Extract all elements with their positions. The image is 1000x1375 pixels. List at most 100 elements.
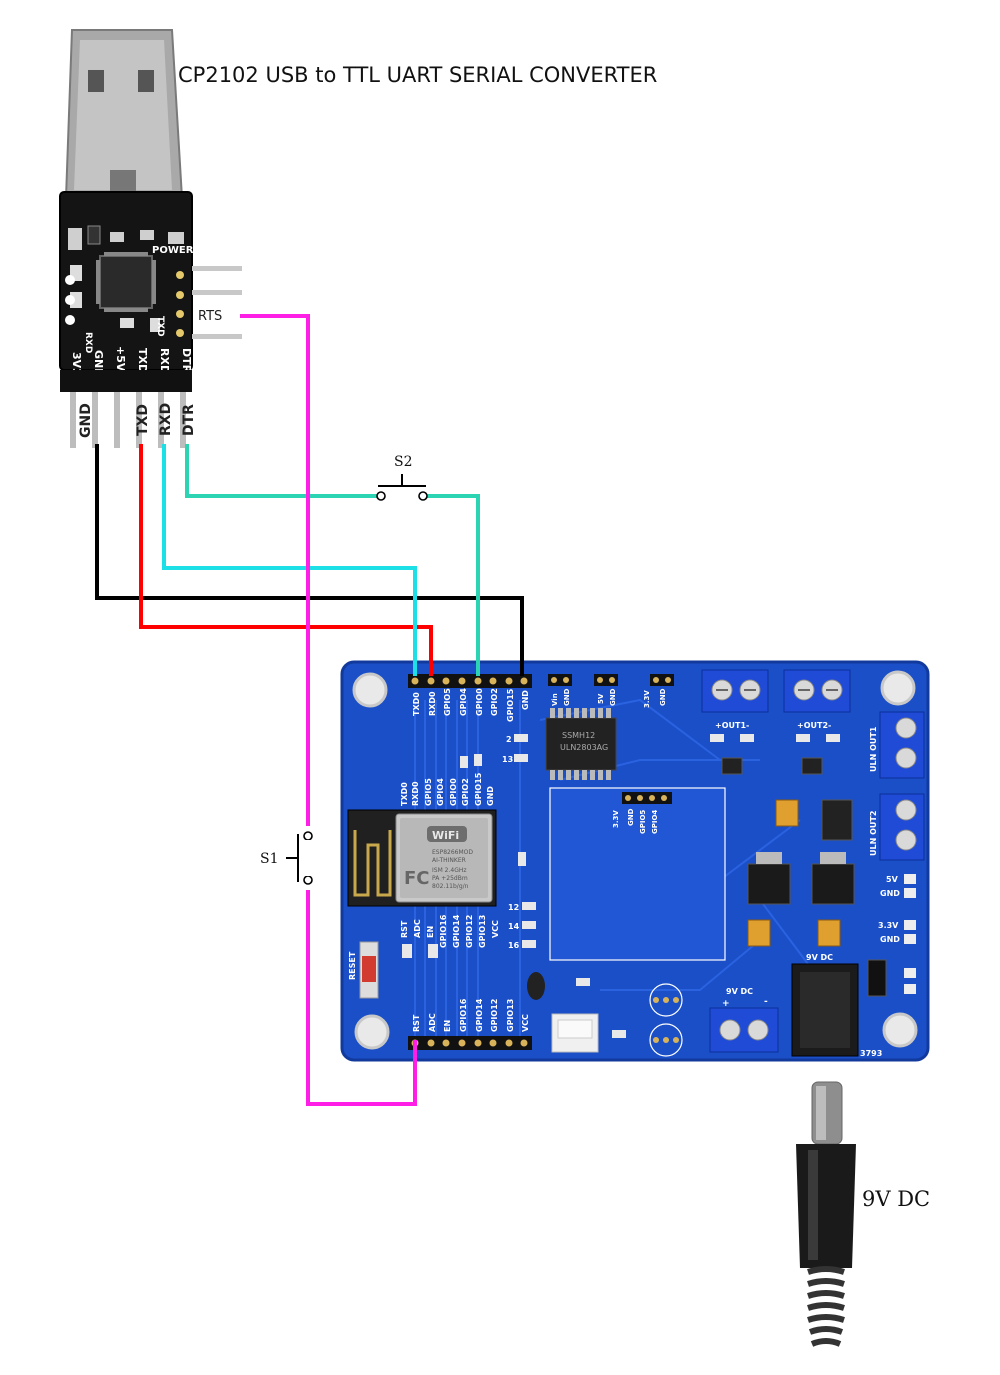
header-pin-rxd: RXD: [158, 348, 171, 374]
svg-text:GPIO14: GPIO14: [452, 914, 461, 948]
svg-text:RST: RST: [400, 920, 409, 938]
svg-text:Vin: Vin: [551, 693, 559, 706]
svg-text:GPIO2: GPIO2: [461, 778, 470, 806]
svg-text:FC: FC: [404, 868, 430, 889]
wifi-logo-text: WiFi: [432, 829, 459, 842]
power-pins-b: 5V GND: [594, 674, 618, 706]
svg-text:GPIO15: GPIO15: [474, 772, 483, 806]
out1-terminal: +OUT1-: [701, 669, 769, 730]
wire-s1-rst: [306, 890, 417, 1106]
svg-text:14: 14: [508, 922, 520, 931]
svg-text:ULN OUT2: ULN OUT2: [869, 811, 878, 856]
svg-text:GND: GND: [486, 786, 495, 806]
uln-ic: SSMH12 ULN2803AG: [545, 708, 617, 780]
svg-text:GPIO0: GPIO0: [449, 778, 458, 806]
wire-dtr: [185, 444, 378, 498]
svg-text:+OUT1-: +OUT1-: [715, 721, 749, 730]
txd-mark: TXD: [155, 316, 165, 337]
svg-text:16: 16: [508, 941, 520, 950]
svg-text:ADC: ADC: [428, 1013, 437, 1032]
wire-label-rxd: RXD: [158, 403, 174, 436]
esp-pcb: TXD0 RXD0 GPIO5 GPIO4 GPIO0 GPIO2 GPIO15…: [340, 660, 930, 1062]
header-pin-3v3: 3V3: [70, 352, 83, 376]
header-pin-txd: TXD: [136, 348, 149, 373]
svg-text:GPIO13: GPIO13: [506, 999, 515, 1032]
header-pin-5v: +5V: [114, 346, 127, 372]
svg-text:3.3V: 3.3V: [878, 921, 899, 930]
svg-text:3793: 3793: [860, 1049, 882, 1058]
converter-title: CP2102 USB to TTL UART SERIAL CONVERTER: [178, 63, 657, 87]
svg-text:+OUT2-: +OUT2-: [797, 721, 831, 730]
svg-text:GPIO5: GPIO5: [424, 778, 433, 806]
svg-text:802.11b/g/n: 802.11b/g/n: [432, 883, 469, 890]
rts-label: RTS: [198, 309, 222, 324]
svg-text:GPIO16: GPIO16: [459, 998, 468, 1032]
svg-text:AI-THINKER: AI-THINKER: [432, 857, 466, 864]
svg-text:GND: GND: [880, 889, 900, 898]
wire-label-dtr: DTR: [181, 404, 197, 436]
svg-text:GPIO13: GPIO13: [478, 915, 487, 948]
dc-terminal: [709, 1007, 779, 1053]
svg-text:9V DC: 9V DC: [726, 987, 753, 996]
svg-text:GPIO16: GPIO16: [439, 914, 448, 948]
dc-jack: [791, 963, 859, 1057]
svg-text:GPIO12: GPIO12: [490, 999, 499, 1032]
top-header: [408, 674, 532, 688]
svg-text:GPIO12: GPIO12: [465, 915, 474, 948]
svg-text:SSMH12: SSMH12: [562, 731, 595, 740]
switch-s2: S2: [376, 454, 428, 501]
uln-out2-terminal: ULN OUT2: [869, 793, 925, 861]
wire-s2-gpio0: [426, 494, 480, 676]
svg-text:3.3V: 3.3V: [643, 690, 651, 708]
svg-text:5V: 5V: [886, 875, 899, 884]
dc-plug-label: 9V DC: [862, 1187, 930, 1211]
svg-text:GPIO5: GPIO5: [639, 810, 647, 834]
svg-text:GPIO4: GPIO4: [651, 810, 659, 834]
svg-text:VCC: VCC: [491, 920, 500, 938]
esp-module: WiFi ESP8266MOD AI-THINKER ISM 2.4GHz PA…: [347, 809, 497, 907]
svg-text:9V DC: 9V DC: [806, 953, 833, 962]
uln-out1-terminal: ULN OUT1: [869, 711, 925, 779]
svg-text:GPIO14: GPIO14: [475, 998, 484, 1032]
bottom-header: [408, 1036, 532, 1050]
top-pin-gpio2: GPIO2: [490, 688, 499, 716]
top-pin-rxd0: RXD0: [428, 691, 437, 716]
svg-text:12: 12: [508, 903, 519, 912]
reset-button: RESET: [348, 941, 379, 999]
top-pin-txd0: TXD0: [412, 692, 421, 716]
wire-label-gnd: GND: [78, 403, 94, 438]
power-pins-a: Vin GND: [548, 674, 572, 706]
svg-text:GND: GND: [563, 688, 571, 706]
top-pin-gpio0: GPIO0: [475, 688, 484, 716]
converter-header-pins: [60, 370, 192, 448]
svg-text:RXD0: RXD0: [411, 781, 420, 806]
svg-text:VCC: VCC: [521, 1014, 530, 1032]
top-pin-gnd: GND: [521, 690, 530, 710]
out2-terminal: +OUT2-: [783, 669, 851, 730]
usb-plug: [64, 29, 184, 199]
cp2102-board: POWER RXD TXD 3V3 GND +5V TXD RXD DTR: [59, 191, 194, 377]
svg-text:13: 13: [502, 755, 513, 764]
wire-rts: [240, 314, 310, 826]
svg-text:RESET: RESET: [348, 951, 357, 980]
power-pins-c: 3.3V GND: [643, 674, 674, 708]
switch-s1-label: S1: [260, 851, 279, 867]
svg-text:GPIO4: GPIO4: [436, 778, 445, 806]
svg-text:EN: EN: [443, 1020, 452, 1032]
svg-text:ESP8266MOD: ESP8266MOD: [432, 849, 473, 856]
header-pin-dtr: DTR: [180, 348, 193, 374]
svg-text:-: -: [764, 997, 768, 1007]
svg-text:2: 2: [506, 735, 512, 744]
svg-text:GND: GND: [659, 688, 667, 706]
svg-text:3.3V: 3.3V: [612, 810, 620, 828]
rxd-mark: RXD: [83, 332, 93, 353]
wire-rxd: [162, 444, 417, 676]
top-pin-gpio15: GPIO15: [506, 688, 515, 722]
switch-s2-label: S2: [394, 454, 413, 470]
switch-s1: S1: [260, 831, 316, 885]
svg-text:GND: GND: [627, 808, 635, 826]
dc-power-plug: [796, 1081, 856, 1347]
svg-text:EN: EN: [426, 926, 435, 938]
svg-text:GND: GND: [880, 935, 900, 944]
